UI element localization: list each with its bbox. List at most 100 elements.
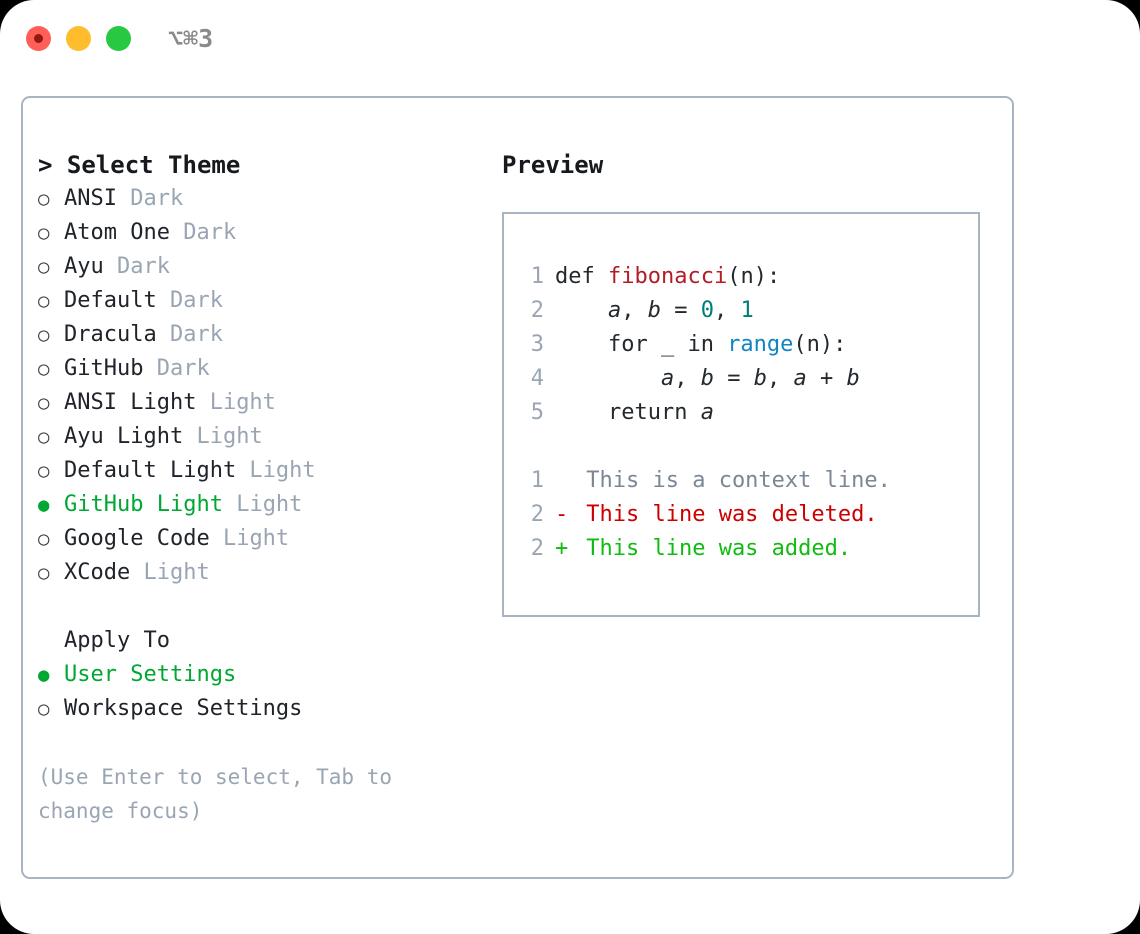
radio-unselected-icon: ○ (38, 528, 50, 550)
theme-option[interactable]: ○ Default Dark (38, 284, 488, 318)
theme-option-variant: Light (236, 458, 316, 483)
theme-option-label: GitHub (64, 356, 144, 381)
minimize-button[interactable] (66, 26, 91, 51)
theme-option[interactable]: ○ ANSI Light Light (38, 386, 488, 420)
code-token-var: b (700, 366, 714, 391)
code-token-var: a (607, 298, 622, 323)
theme-option-label: XCode (64, 560, 131, 585)
code-token-fn: fibonacci (607, 264, 728, 289)
code-line-number: 5 (530, 400, 544, 425)
code-token-var: b (753, 366, 767, 391)
preview-heading: Preview (502, 151, 604, 179)
theme-option[interactable]: ○ Atom One Dark (38, 216, 488, 250)
keyboard-hint-text: (Use Enter to select, Tab to change focu… (38, 765, 405, 823)
theme-option-label: ANSI Light (64, 390, 197, 415)
theme-option-label: Dracula (64, 322, 157, 347)
select-theme-heading: > Select Theme (38, 151, 241, 179)
radio-selected-icon: ● (38, 664, 50, 686)
theme-option-variant: Dark (156, 322, 223, 347)
theme-option-variant: Light (130, 560, 210, 585)
theme-option[interactable]: ○ Dracula Dark (38, 318, 488, 352)
theme-option[interactable]: ○ XCode Light (38, 556, 488, 590)
code-token-plain: , (713, 298, 741, 323)
theme-option[interactable]: ○ Default Light Light (38, 454, 488, 488)
diff-line: 2- This line was deleted. (504, 498, 978, 532)
theme-option-variant: Dark (169, 220, 237, 245)
apply-to-option-label: User Settings (64, 662, 237, 687)
apply-to-option-label: Workspace Settings (64, 696, 303, 721)
radio-unselected-icon: ○ (38, 426, 50, 448)
theme-option-label: Google Code (64, 526, 210, 551)
theme-option-variant: Dark (103, 254, 170, 279)
radio-unselected-icon: ○ (38, 698, 50, 720)
diff-line: 1 This is a context line. (504, 464, 978, 498)
theme-option-label: Default (64, 288, 157, 313)
radio-unselected-icon: ○ (38, 324, 50, 346)
radio-unselected-icon: ○ (38, 290, 50, 312)
theme-option-label: Ayu Light (64, 424, 184, 449)
code-token-plain: = (660, 298, 701, 323)
code-token-plain: , (674, 366, 701, 391)
code-token-plain: = (713, 366, 754, 391)
code-token-plain: , (766, 366, 794, 391)
diff-marker: + (555, 536, 569, 561)
code-token-plain: def (555, 264, 608, 289)
code-line: 3 for _ in range(n): (504, 328, 978, 362)
theme-option-label: Default Light (64, 458, 237, 483)
code-token-var: b (647, 298, 661, 323)
radio-unselected-icon: ○ (38, 460, 50, 482)
diff-line-number: 2 (530, 536, 544, 561)
code-token-var: a (660, 366, 675, 391)
diff-line-number: 1 (530, 468, 544, 493)
apply-to-option[interactable]: ● User Settings (38, 658, 488, 692)
code-token-plain: (n): (793, 332, 847, 357)
radio-unselected-icon: ○ (38, 562, 50, 584)
code-token-var: b (846, 366, 860, 391)
theme-option-variant: Light (196, 390, 276, 415)
keyboard-shortcut-label: ⌥⌘3 (168, 24, 214, 53)
code-token-call: range (727, 332, 794, 357)
code-line-number: 3 (530, 332, 544, 357)
theme-option[interactable]: ○Google Code Light (38, 522, 488, 556)
theme-option-variant: Dark (143, 356, 210, 381)
code-token-num: 0 (700, 298, 714, 323)
radio-unselected-icon: ○ (38, 256, 50, 278)
theme-option-variant: Dark (116, 186, 184, 211)
code-token-plain (555, 362, 661, 396)
theme-option[interactable]: ○ ANSI Dark (38, 182, 488, 216)
theme-option-label: GitHub Light (64, 492, 223, 517)
code-line-number: 2 (530, 298, 544, 323)
code-line-number: 4 (530, 366, 544, 391)
close-button[interactable] (26, 26, 51, 51)
theme-option[interactable]: ●GitHub Light Light (38, 488, 488, 522)
list-spacer (38, 590, 488, 624)
theme-list[interactable]: ○ ANSI Dark ○ Atom One Dark ○ Ayu Dark ○ Defaul… (38, 182, 488, 590)
theme-picker-column: > Select Theme ○ANSI Dark○Atom One Dark○… (38, 148, 488, 828)
maximize-button[interactable] (106, 26, 131, 51)
radio-unselected-icon: ○ (38, 222, 50, 244)
radio-unselected-icon: ○ (38, 392, 50, 414)
code-token-var: a (793, 366, 807, 391)
theme-option-variant: Light (222, 492, 303, 517)
apply-to-option[interactable]: ○ Workspace Settings (38, 692, 488, 726)
code-line: 4 a, b = b, a + b (504, 362, 978, 396)
theme-option-variant: Dark (156, 288, 223, 313)
diff-sample: 1 This is a context line.2- This line wa… (504, 464, 978, 566)
code-token-num: 1 (740, 298, 754, 323)
window-titlebar: ⌥⌘3 (0, 0, 1140, 78)
diff-line-text: This is a context line. (573, 468, 891, 493)
theme-option-label: Atom One (64, 220, 170, 245)
code-token-plain: + (806, 366, 847, 391)
apply-to-list[interactable]: ● User Settings ○ Workspace Settings (38, 658, 488, 726)
theme-option[interactable]: ○ Ayu Dark (38, 250, 488, 284)
theme-option-label: Ayu (64, 254, 104, 279)
theme-option[interactable]: ○Ayu Light Light (38, 420, 488, 454)
theme-option[interactable]: ○GitHub Dark (38, 352, 488, 386)
radio-unselected-icon: ○ (38, 188, 50, 210)
diff-line-text: This line was deleted. (573, 502, 878, 527)
theme-option-label: ANSI (64, 186, 117, 211)
